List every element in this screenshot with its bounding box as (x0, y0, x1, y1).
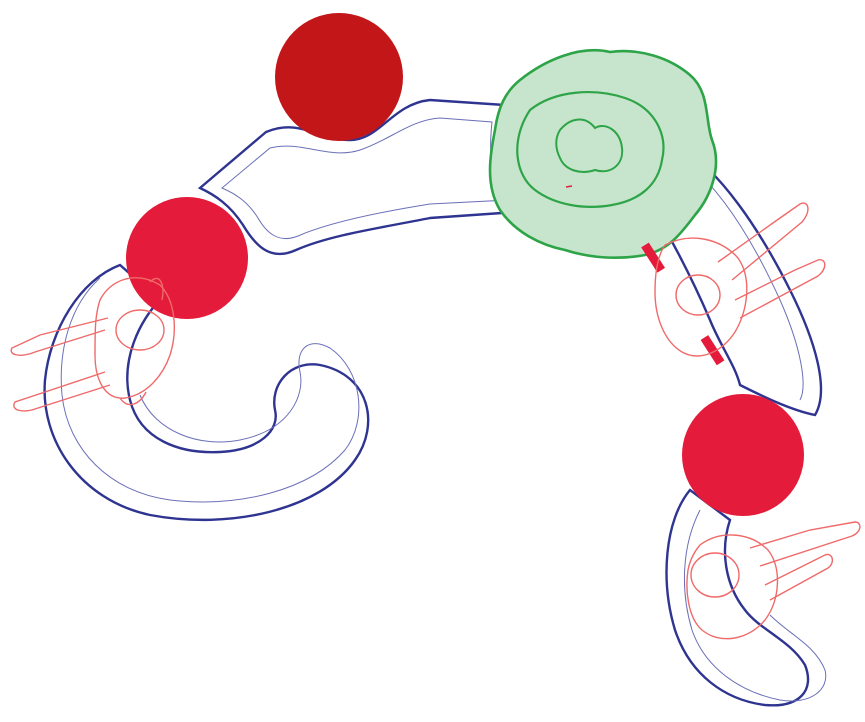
bench-left-curl (43, 263, 370, 521)
person-bottom-right-arm-upper (749, 521, 861, 567)
bench-left-curl-outline (43, 263, 370, 521)
tree-canopy-outer (488, 48, 718, 260)
bench-bottom-right-outline (665, 488, 810, 707)
tree-center-mark (565, 185, 573, 188)
table-left (126, 197, 248, 319)
person-left (10, 277, 175, 412)
bench-right-seat (689, 164, 804, 401)
person-bottom-right-arm-lower (764, 553, 834, 601)
person-left-legs (119, 277, 164, 406)
person-bottom-right-head (690, 552, 740, 598)
person-left-head (115, 309, 165, 351)
table-top (275, 13, 403, 141)
person-right-body (654, 237, 748, 357)
person-left-arm-upper (10, 317, 109, 356)
table-right (682, 394, 804, 516)
person-right (654, 202, 826, 357)
person-right-head (675, 274, 721, 316)
bench-bottom-right (665, 488, 827, 707)
tree-canopy (488, 48, 718, 260)
person-bottom-right (686, 521, 861, 640)
person-right-arm-lower (734, 259, 826, 319)
person-right-arm-upper (717, 202, 809, 281)
bench-left-curl-seat (60, 277, 360, 503)
tree-canopy-middle (516, 91, 665, 208)
person-left-arm-lower (13, 371, 111, 412)
tree-canopy-inner (555, 118, 624, 173)
bench-bottom-right-seat (683, 509, 827, 702)
